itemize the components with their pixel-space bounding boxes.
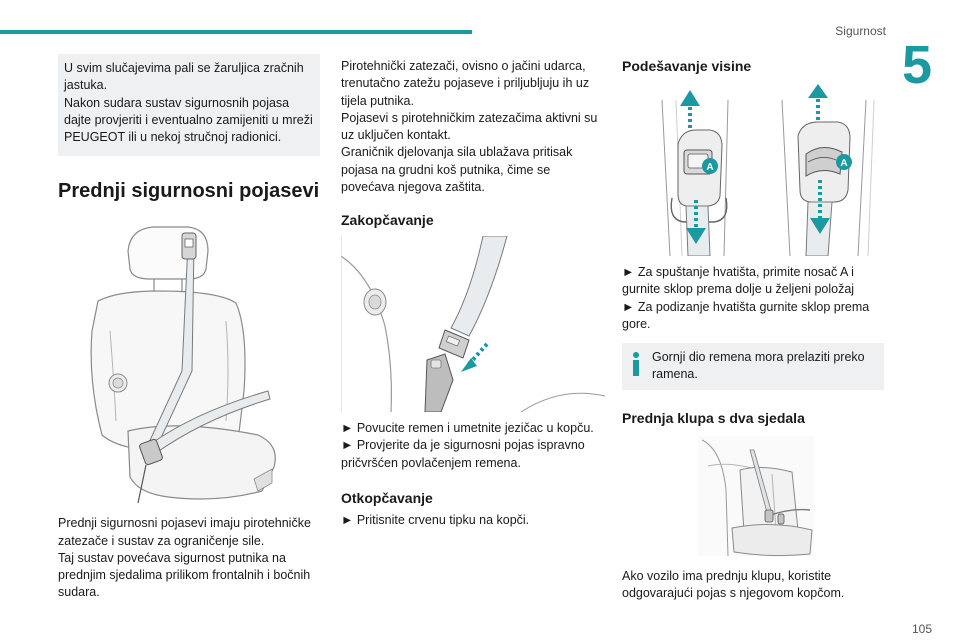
height-adjust-steps: ► Za spuštanje hvatišta, primite nosač A… — [622, 264, 886, 333]
note-line: U svim slučajevima pali se žaruljica zra… — [64, 61, 304, 93]
unfastening-steps: ► Pritisnite crvenu tipku na kopči. — [341, 512, 605, 529]
section-name: Sigurnost — [835, 24, 886, 38]
badge-a-right: A — [840, 158, 847, 169]
info-box: Gornji dio remena mora prelaziti preko r… — [622, 343, 884, 390]
note-box: U svim slučajevima pali se žaruljica zra… — [58, 54, 320, 157]
step-line: ► Za podizanje hvatišta gurnite sklop pr… — [622, 299, 870, 331]
body-line: Taj sustav povećava sigurnost putnika na… — [58, 550, 311, 600]
fastening-steps: ► Povucite remen i umetnite jezičac u ko… — [341, 420, 605, 472]
pretensioner-paragraph: Pirotehnički zatezači, ovisno o jačini u… — [341, 58, 605, 196]
column-3: Podešavanje visine A — [622, 54, 886, 602]
fastening-title: Zakopčavanje — [341, 212, 434, 228]
badge-a-left: A — [706, 162, 713, 173]
bench-title: Prednja klupa s dva sjedala — [622, 409, 805, 426]
seat-belt-illustration — [58, 221, 322, 505]
step-line: ► Povucite remen i umetnite jezičac u ko… — [341, 421, 594, 435]
chapter-number: 5 — [901, 35, 932, 95]
body-line: Ako vozilo ima prednju klupu, koristite … — [622, 568, 845, 600]
info-text: Gornji dio remena mora prelaziti preko r… — [652, 350, 865, 382]
column-1: U svim slučajevima pali se žaruljica zra… — [58, 54, 322, 602]
section-title: Prednji sigurnosni pojasevi — [58, 180, 320, 203]
info-icon — [633, 352, 639, 376]
step-line: ► Pritisnite crvenu tipku na kopči. — [341, 512, 530, 527]
step-line: ► Za spuštanje hvatišta, primite nosač A… — [622, 265, 855, 297]
page-number: 105 — [911, 622, 932, 636]
step-line: ► Provjerite da je sigurnosni pojas ispr… — [341, 438, 585, 470]
height-adjust-illustration: A A — [622, 80, 886, 257]
header-accent-bar — [0, 30, 472, 34]
note-line: Nakon sudara sustav sigurnosnih pojasa d… — [64, 95, 313, 145]
height-adjust-title: Podešavanje visine — [622, 58, 752, 74]
body-line: Pirotehnički zatezači, ovisno o jačini u… — [341, 59, 590, 108]
bench-seat-illustration — [622, 430, 886, 558]
column-2: Pirotehnički zatezači, ovisno o jačini u… — [340, 54, 606, 529]
body-line: Graničnik djelovanja sila ublažava priti… — [341, 145, 573, 194]
unfastening-title: Otkopčavanje — [341, 489, 433, 506]
body-line: Pojasevi s pirotehničkim zatezačima akti… — [341, 110, 598, 142]
intro-paragraph: Prednji sigurnosni pojasevi imaju pirote… — [58, 515, 322, 601]
body-line: Prednji sigurnosni pojasevi imaju pirote… — [58, 516, 311, 548]
bench-paragraph: Ako vozilo ima prednju klupu, koristite … — [622, 568, 886, 603]
buckle-illustration — [340, 235, 606, 413]
